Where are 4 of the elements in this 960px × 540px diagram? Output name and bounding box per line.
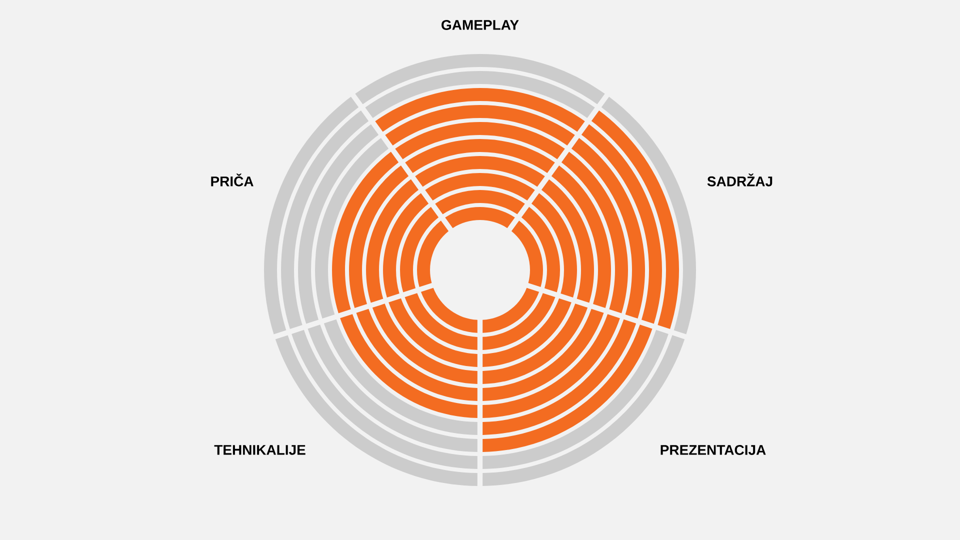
sector-label: PRIČA (211, 174, 254, 186)
sector-label: PREZENTACIJA (660, 445, 766, 455)
sector-label: SADRŽAJ (707, 174, 772, 186)
sector-label: GAMEPLAY (442, 20, 519, 30)
